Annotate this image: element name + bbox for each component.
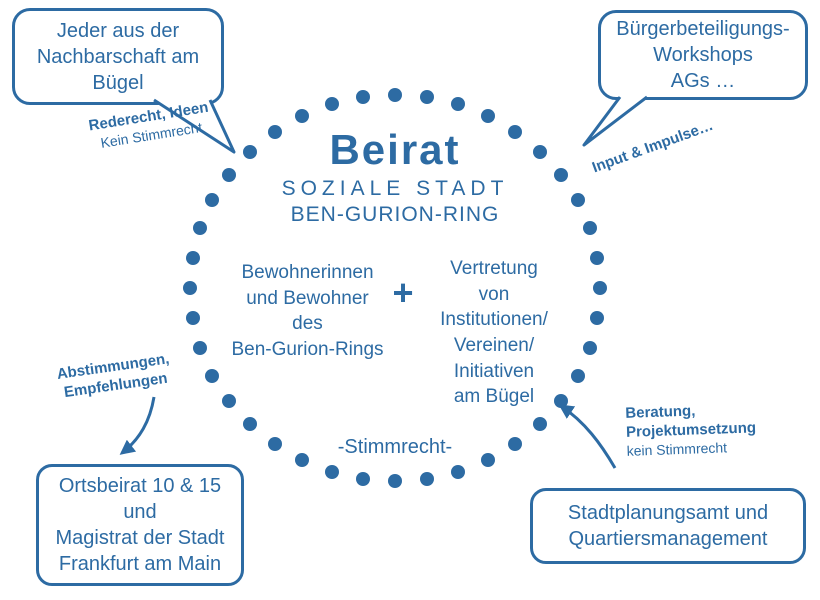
ring-dot — [294, 109, 309, 124]
speech-bubble-tail-right — [582, 95, 648, 147]
ring-dot — [205, 368, 220, 383]
arrow-to-ortsbeirat — [119, 396, 156, 455]
ring-dot — [267, 124, 282, 139]
diagram-title: Beirat — [329, 126, 461, 173]
ring-dot — [590, 250, 605, 265]
ring-dot — [243, 144, 258, 159]
members-institutions-label: Vertretung von Institutionen/ Vereinen/ … — [440, 258, 548, 408]
ring-dot — [355, 90, 370, 105]
speech-bubble-workshops: Bürgerbeteiligungs- Workshops AGs … — [598, 10, 808, 100]
box-ortsbeirat-magistrat: Ortsbeirat 10 & 15 und Magistrat der Sta… — [36, 464, 244, 586]
voting-right-label: -Stimmrecht- — [337, 436, 453, 458]
ring-dot — [481, 109, 496, 124]
ring-dot — [582, 221, 597, 236]
ring-dot — [451, 97, 466, 112]
ring-dot — [183, 281, 197, 295]
box-stadtplanungsamt: Stadtplanungsamt und Quartiersmanagement — [530, 488, 806, 564]
ring-dot — [582, 340, 597, 355]
ring-dot — [388, 88, 402, 102]
ring-dot — [222, 167, 237, 182]
ring-dot — [532, 417, 547, 432]
ring-dot — [451, 464, 466, 479]
ring-dot — [508, 437, 523, 452]
box-stadtplanungsamt-text: Stadtplanungsamt und Quartiersmanagement — [567, 502, 769, 550]
ring-dot — [193, 221, 208, 236]
speech-bubble-tail-left — [153, 98, 236, 154]
plus-sign: + — [392, 272, 414, 313]
ring-dot — [267, 437, 282, 452]
ring-dot — [185, 250, 200, 265]
ring-dot — [420, 90, 435, 105]
ring-dot — [294, 452, 309, 467]
members-residents-label: Bewohnerinnen und Bewohner des Ben-Gurio… — [231, 262, 384, 360]
ring-dot — [593, 281, 607, 295]
ring-dot — [570, 193, 585, 208]
ring-dot — [324, 97, 339, 112]
ring-dot — [508, 124, 523, 139]
ring-dot — [222, 394, 237, 409]
annotation-beratung: Beratung, Projektumsetzung kein Stimmrec… — [625, 399, 792, 460]
speech-bubble-workshops-text: Bürgerbeteiligungs- Workshops AGs … — [616, 18, 790, 92]
ring-dot — [420, 471, 435, 486]
box-ortsbeirat-magistrat-text: Ortsbeirat 10 & 15 und Magistrat der Sta… — [55, 475, 225, 575]
diagram-subtitle-ben-gurion-ring: BEN-GURION-RING — [290, 203, 500, 226]
ring-dot — [481, 452, 496, 467]
ring-dot — [243, 417, 258, 432]
speech-bubble-neighbourhood-text: Jeder aus der Nachbarschaft am Bügel — [36, 19, 200, 94]
diagram-subtitle-soziale-stadt: SOZIALE STADT — [281, 177, 509, 200]
ring-dot — [553, 167, 568, 182]
ring-dot — [193, 340, 208, 355]
ring-dot — [388, 474, 402, 488]
ring-dot — [570, 368, 585, 383]
ring-dot — [324, 464, 339, 479]
speech-bubble-neighbourhood: Jeder aus der Nachbarschaft am Bügel — [12, 8, 224, 105]
arrow-from-stadtplanungsamt — [558, 404, 617, 469]
ring-dot — [532, 144, 547, 159]
ring-dot — [205, 193, 220, 208]
ring-dot — [185, 311, 200, 326]
annotation-beratung-bold: Beratung, Projektumsetzung — [625, 402, 757, 441]
ring-dot — [355, 471, 370, 486]
ring-dot — [590, 311, 605, 326]
